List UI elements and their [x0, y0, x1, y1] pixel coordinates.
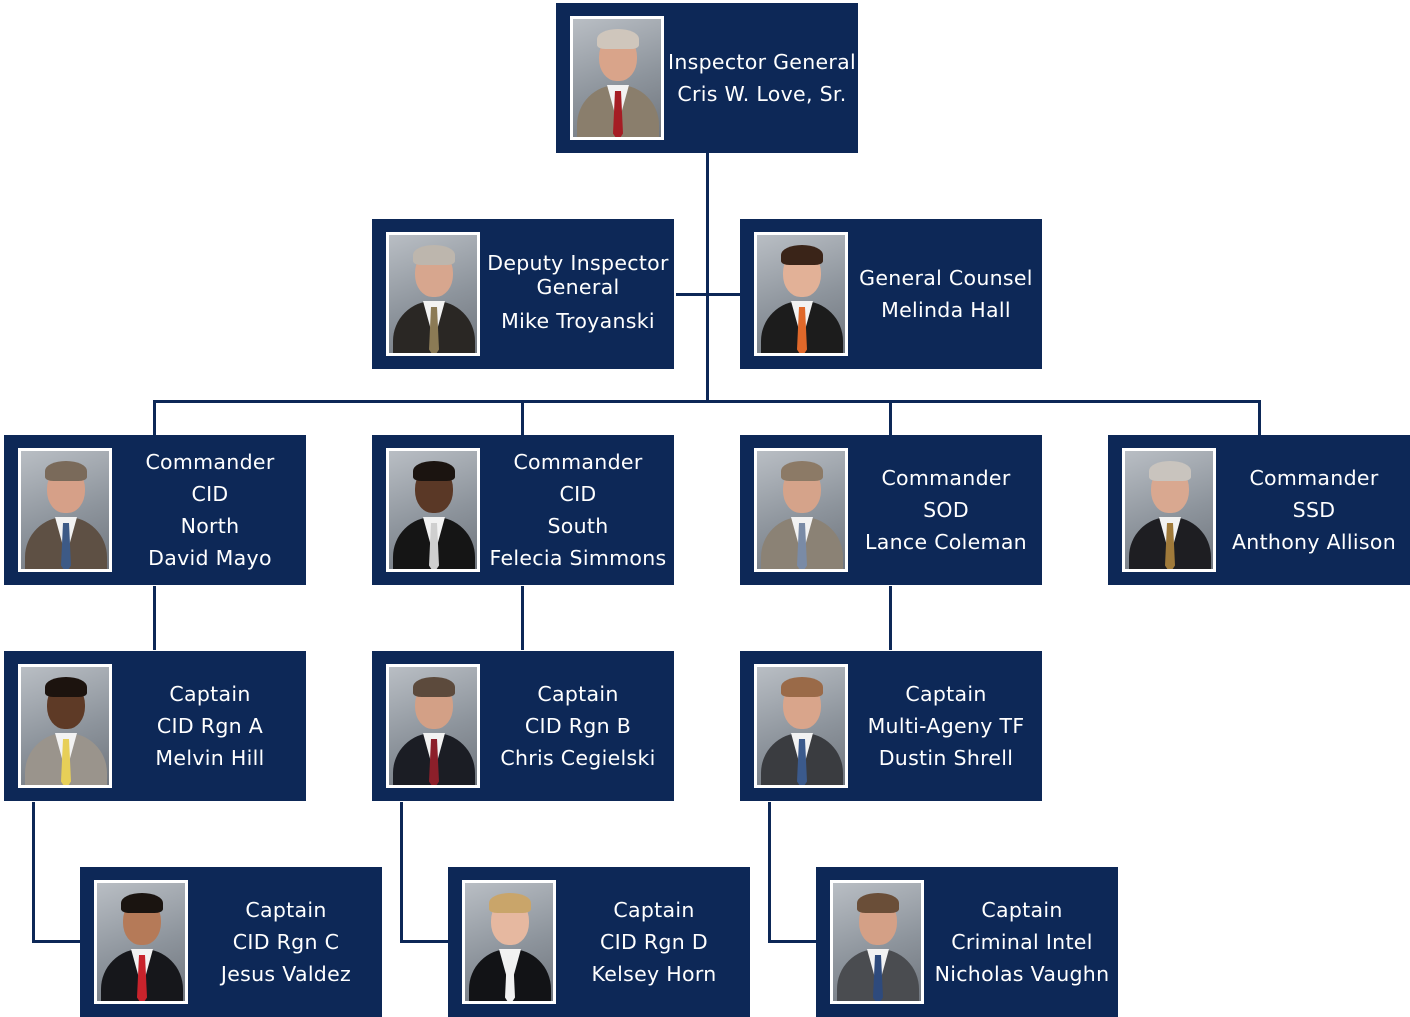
connector-rgn-a-to-rgn-c-v [32, 802, 35, 943]
connector-drop-ssd [1258, 400, 1261, 436]
portrait-photo [386, 664, 480, 788]
portrait-photo [462, 880, 556, 1004]
person-name: Anthony Allison [1231, 530, 1397, 554]
person-name: Kelsey Horn [591, 962, 717, 986]
connector-south-to-rgn-b [521, 586, 524, 650]
person-name: Dustin Shrell [878, 746, 1014, 770]
portrait-photo [386, 448, 480, 572]
connector-rgn-b-to-rgn-d-v [400, 802, 403, 943]
connector-rgn-a-to-rgn-c-h [32, 940, 80, 943]
position-title-line: Captain [613, 898, 695, 922]
position-title-line: SSD [1292, 498, 1336, 522]
position-title-line: North [180, 514, 240, 538]
portrait-photo [94, 880, 188, 1004]
position-title-line: Inspector General [667, 50, 857, 74]
person-name: David Mayo [148, 546, 272, 570]
position-title-line: Multi-Ageny TF [867, 714, 1025, 738]
position-title-line: Commander [145, 450, 275, 474]
person-name: Felecia Simmons [489, 546, 667, 570]
portrait-photo [18, 448, 112, 572]
person-name: Cris W. Love, Sr. [677, 82, 847, 106]
connector-drop-sod [889, 400, 892, 436]
position-title-line: Criminal Intel [951, 930, 1093, 954]
connector-drop-cid-south [521, 400, 524, 436]
position-title-line: Captain [537, 682, 619, 706]
position-title-line: Commander [1249, 466, 1379, 490]
position-title-line: General Counsel [859, 266, 1033, 290]
position-title-line: CID Rgn A [156, 714, 264, 738]
position-title-line: Captain [905, 682, 987, 706]
position-title-line: CID [191, 482, 229, 506]
position-title-line: CID [559, 482, 597, 506]
position-title-line: CID Rgn C [232, 930, 340, 954]
person-name: Lance Coleman [865, 530, 1027, 554]
position-title-line: South [547, 514, 609, 538]
portrait-photo [386, 232, 480, 356]
portrait-photo [754, 664, 848, 788]
portrait-photo [754, 448, 848, 572]
connector-sod-to-multi-agency [889, 586, 892, 650]
person-name: Melvin Hill [155, 746, 265, 770]
connector-commanders-bar [153, 400, 1261, 403]
position-title-line: Deputy Inspector General [487, 251, 669, 299]
position-title-line: Commander [513, 450, 643, 474]
person-name: Jesus Valdez [220, 962, 352, 986]
portrait-photo [830, 880, 924, 1004]
position-title-line: CID Rgn B [524, 714, 632, 738]
person-name: Nicholas Vaughn [934, 962, 1110, 986]
connector-drop-cid-north [153, 400, 156, 436]
portrait-photo [18, 664, 112, 788]
portrait-photo [1122, 448, 1216, 572]
portrait-photo [570, 16, 664, 140]
position-title-line: CID Rgn D [600, 930, 708, 954]
position-title-line: Captain [981, 898, 1063, 922]
position-title-line: SOD [923, 498, 969, 522]
connector-rgn-b-to-rgn-d-h [400, 940, 448, 943]
portrait-photo [754, 232, 848, 356]
connector-north-to-rgn-a [153, 586, 156, 650]
person-name: Mike Troyanski [501, 309, 655, 333]
person-name: Melinda Hall [881, 298, 1011, 322]
position-title-line: Commander [881, 466, 1011, 490]
connector-ig-trunk [706, 152, 709, 402]
person-name: Chris Cegielski [500, 746, 656, 770]
position-title-line: Captain [169, 682, 251, 706]
connector-multi-to-intel-v [768, 802, 771, 943]
connector-deputy-counsel [676, 293, 740, 296]
connector-multi-to-intel-h [768, 940, 816, 943]
position-title-line: Captain [245, 898, 327, 922]
